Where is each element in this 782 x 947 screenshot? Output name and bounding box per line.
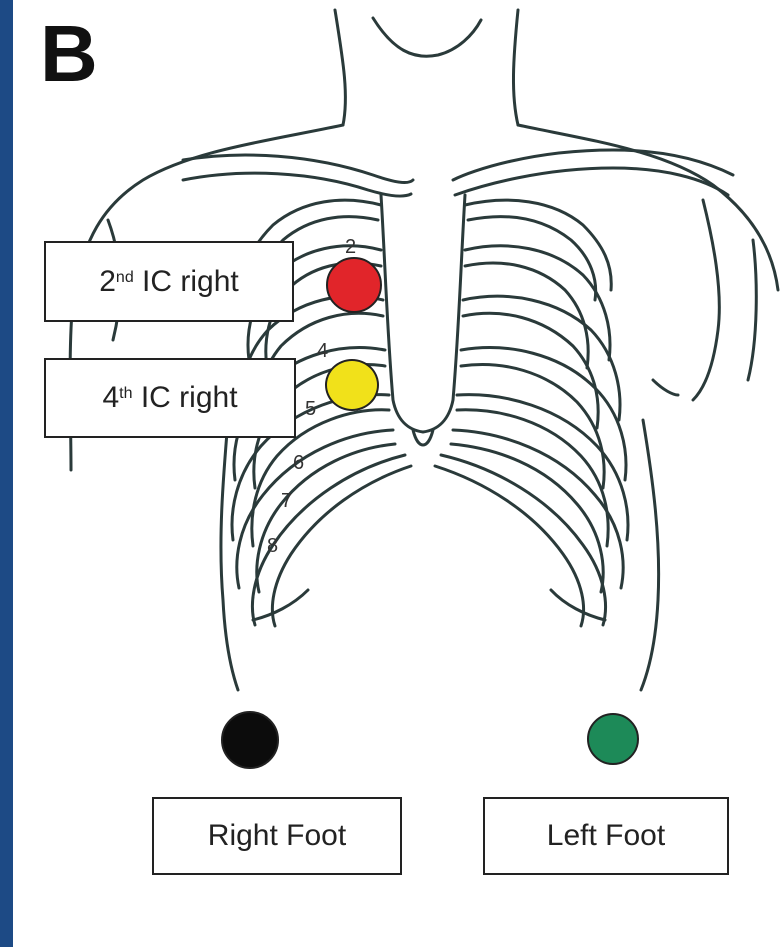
label-ic4-right-ordinal: 4	[102, 381, 119, 415]
rib-number: 4	[317, 340, 328, 363]
neck-outline	[335, 10, 345, 125]
rib-number: 7	[281, 490, 292, 513]
electrode-left-foot	[587, 713, 639, 765]
panel-letter: B	[40, 14, 98, 94]
label-right-foot-text: Right Foot	[208, 819, 346, 853]
shoulder-outline-right	[518, 125, 778, 290]
label-ic2-right-text: IC right	[134, 265, 239, 299]
rib-number: 6	[293, 452, 304, 475]
rib-number: 8	[267, 535, 278, 558]
rib-tick	[653, 380, 678, 395]
label-left-foot: Left Foot	[483, 797, 729, 875]
clavicle-right	[455, 168, 728, 195]
ribs-left-side	[435, 200, 628, 626]
label-ic2-right-ordinal: 2	[99, 265, 116, 299]
label-ic4-right-suffix: th	[119, 385, 132, 403]
electrode-right-foot	[221, 711, 279, 769]
neck-notch	[373, 18, 481, 56]
clavicle-left	[183, 155, 413, 182]
label-ic4-right-text: IC right	[133, 381, 238, 415]
neck-outline	[513, 10, 518, 125]
label-right-foot: Right Foot	[152, 797, 402, 875]
rib-number: 2	[345, 236, 356, 259]
electrode-ic4-right	[325, 359, 379, 411]
label-left-foot-text: Left Foot	[547, 819, 665, 853]
electrode-ic2-right	[326, 257, 382, 313]
arm-outline-right	[693, 200, 719, 400]
arm-outline-right	[748, 240, 756, 380]
flank-right	[641, 420, 659, 690]
label-ic2-right-suffix: nd	[116, 269, 134, 287]
sternum	[381, 195, 465, 432]
rib-number: 5	[305, 398, 316, 421]
clavicle-right	[453, 150, 733, 180]
